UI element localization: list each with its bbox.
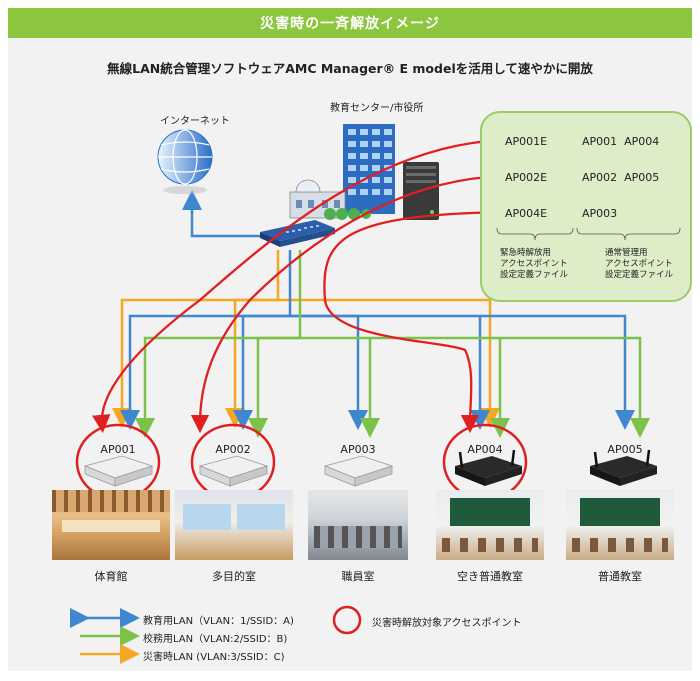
normal-ap-id: AP001 AP004 [582, 135, 660, 148]
internet-label: インターネット [160, 116, 230, 127]
legend-school-label: 校務用LAN（VLAN:2/SSID：B) [143, 634, 288, 645]
legend-education-label: 教育用LAN（VLAN：1/SSID：A) [143, 616, 294, 627]
config-file-panel [480, 111, 692, 302]
multipurpose-room-photo [175, 490, 293, 560]
disaster-lan-lines [112, 250, 500, 428]
emergency-file-note: 緊急時解放用 アクセスポイント 設定定義ファイル [500, 248, 569, 280]
ap-label: AP001 [100, 443, 136, 456]
ap-device-icon [198, 455, 269, 487]
empty-classroom-photo [436, 490, 544, 560]
ap-device-icon [83, 455, 154, 487]
diagram-subtitle: 無線LAN統合管理ソフトウェアAMC Manager® E modelを活用して… [107, 61, 593, 76]
education-lan-lines [120, 250, 635, 430]
internet-globe-icon [157, 129, 213, 194]
room-label: 空き普通教室 [457, 570, 523, 583]
gym-photo [52, 490, 170, 560]
ap-label: AP002 [215, 443, 251, 456]
ap-label: AP003 [340, 443, 376, 456]
normal-ap-id: AP002 AP005 [582, 171, 660, 184]
room-label: 普通教室 [598, 570, 642, 583]
normal-ap-id: AP003 [582, 207, 618, 220]
normal-file-note: 通常管理用 アクセスポイント 設定定義ファイル [605, 248, 674, 280]
ap-device-icon [323, 455, 394, 487]
emergency-ap-id: AP004E [505, 207, 548, 220]
ap-device-icon [590, 449, 657, 486]
ap-label: AP004 [467, 443, 503, 456]
legend-disaster-label: 災害時LAN (VLAN:3/SSID：C) [143, 652, 285, 663]
ap-device-icon [455, 449, 522, 486]
room-label: 体育館 [94, 570, 128, 583]
legend-highlight-label: 災害時解放対象アクセスポイント [372, 618, 522, 629]
legend-highlight-circle [332, 605, 362, 635]
staff-room-photo [308, 490, 408, 560]
room-label: 職員室 [341, 570, 375, 583]
highlight-circles [75, 423, 528, 501]
network-switch-icon [260, 220, 335, 247]
internet-uplink [182, 190, 270, 238]
emergency-ap-id: AP002E [505, 171, 548, 184]
room-label: 多目的室 [212, 570, 256, 583]
page-title: 災害時の一斉解放イメージ [8, 8, 692, 38]
center-label: 教育センター/市役所 [330, 103, 424, 114]
emergency-ap-id: AP001E [505, 135, 548, 148]
ap-label: AP005 [607, 443, 643, 456]
classroom-photo [566, 490, 674, 560]
emergency-config-arrows [92, 138, 504, 434]
